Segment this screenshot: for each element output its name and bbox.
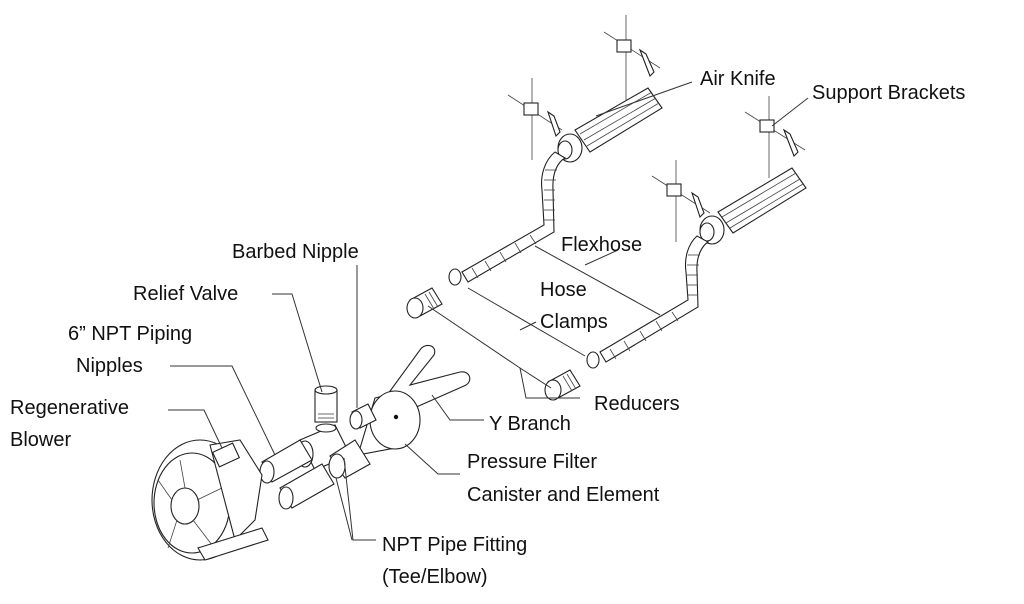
label-pressure-filter-line1: Pressure Filter <box>467 451 598 473</box>
npt-piping-nipple-lower <box>278 463 335 510</box>
npt-piping-nipple-upper <box>259 439 313 484</box>
label-npt-nipples-line1: 6” NPT Piping <box>68 323 193 345</box>
label-npt-nipples-line2: Nipples <box>76 355 143 377</box>
label-barbed-nipple: Barbed Nipple <box>232 241 359 263</box>
relief-valve <box>314 385 338 423</box>
label-regenerative-blower-line1: Regenerative <box>10 397 129 419</box>
flexhose-upper <box>448 151 567 286</box>
leader-lines <box>168 81 809 541</box>
label-npt-fitting-line2: (Tee/Elbow) <box>382 566 488 588</box>
label-hose-clamps-line1: Hose <box>540 279 587 301</box>
npt-elbow-fitting <box>328 439 371 479</box>
barbed-nipple <box>349 403 377 430</box>
label-support-brackets: Support Brackets <box>812 82 966 104</box>
flexhose-lower <box>586 235 710 369</box>
regenerative-blower <box>151 439 269 561</box>
label-npt-fitting-line1: NPT Pipe Fitting <box>382 534 528 556</box>
reducer-upper <box>406 287 443 319</box>
label-flexhose: Flexhose <box>561 234 643 256</box>
label-pressure-filter-line2: Canister and Element <box>467 484 660 506</box>
label-y-branch: Y Branch <box>489 413 571 435</box>
air-knife-upper <box>507 15 663 163</box>
pressure-filter-canister <box>357 390 421 456</box>
label-relief-valve: Relief Valve <box>133 283 239 305</box>
label-reducers: Reducers <box>594 393 680 415</box>
air-knife-lower <box>651 96 807 245</box>
label-regenerative-blower-line2: Blower <box>10 429 72 451</box>
label-hose-clamps-line2: Clamps <box>540 311 608 333</box>
reducer-lower <box>544 369 581 401</box>
label-air-knife: Air Knife <box>700 68 776 90</box>
